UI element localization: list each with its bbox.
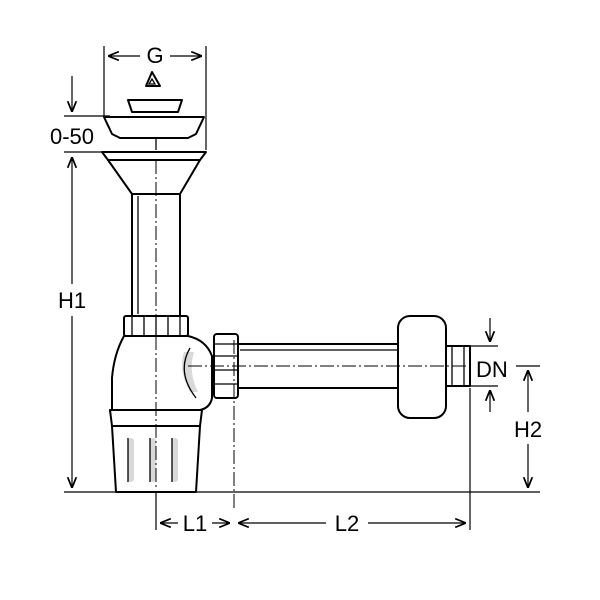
trap-inner-curve (183, 347, 197, 399)
label-dn: DN (476, 357, 508, 382)
dimension-h2 (516, 365, 540, 488)
trap-body (109, 335, 213, 427)
stopper-cap (127, 99, 183, 113)
flange-funnel (107, 159, 201, 195)
wall-rosette (397, 315, 447, 419)
dimension-l1-l2 (155, 388, 471, 530)
stopper-knob-hole (147, 77, 157, 85)
flange-top (101, 151, 207, 161)
drain-flange (101, 151, 207, 195)
label-0-50: 0-50 (50, 124, 94, 149)
label-l1: L1 (183, 511, 207, 536)
stopper-rim (103, 116, 205, 139)
label-g: G (146, 43, 163, 68)
dimension-dn (470, 318, 498, 412)
stopper-plug (103, 71, 205, 150)
dimension-g (103, 46, 207, 150)
label-h2: H2 (514, 417, 542, 442)
label-l2: L2 (335, 511, 359, 536)
trap-inner-shade (182, 352, 198, 392)
trap-housing (111, 335, 213, 411)
label-h1: H1 (58, 288, 86, 313)
dimension-0-50 (64, 76, 110, 153)
